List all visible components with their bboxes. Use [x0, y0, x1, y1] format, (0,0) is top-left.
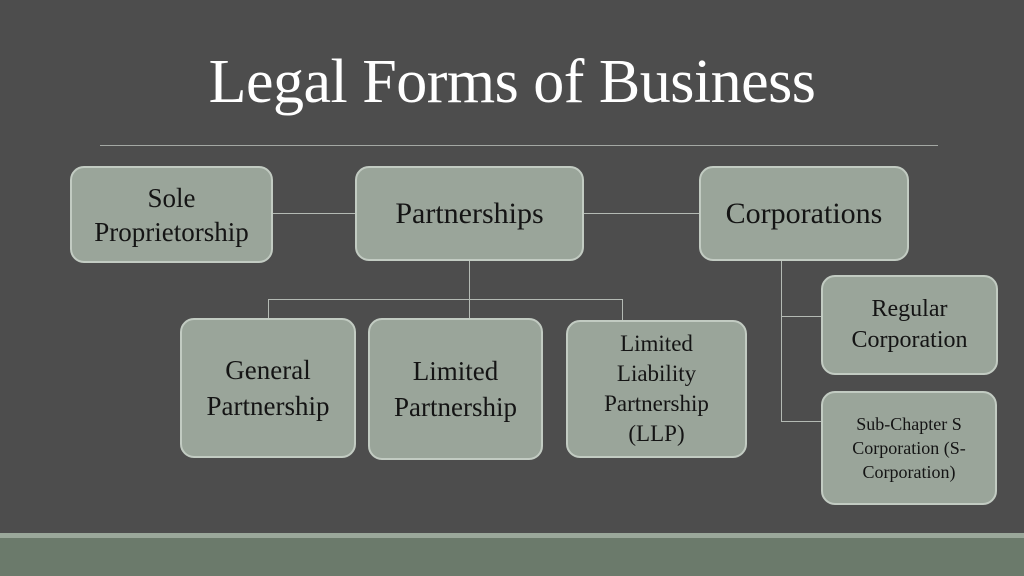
node-label: Limited Liability Partnership (LLP) [604, 331, 709, 446]
footer-bar [0, 538, 1024, 576]
node-label: General Partnership [206, 355, 330, 421]
node-label: Limited Partnership [394, 356, 517, 422]
connector-sole-to-partnerships [272, 213, 356, 214]
node-limited-liability-partnership: Limited Liability Partnership (LLP) [566, 320, 747, 458]
connector-partnerships-to-corporations [583, 213, 700, 214]
node-general-partnership: General Partnership [180, 318, 356, 458]
connector-corporations-down [781, 260, 782, 422]
node-s-corporation: Sub-Chapter S Corporation (S-Corporation… [821, 391, 997, 505]
title-divider [100, 145, 938, 146]
slide-title: Legal Forms of Business [208, 48, 816, 116]
node-partnerships: Partnerships [355, 166, 584, 261]
connector-partnerships-down [469, 260, 470, 320]
footer-accent-stripe [0, 533, 1024, 538]
connector-regular-branch [781, 316, 823, 317]
node-corporations: Corporations [699, 166, 909, 261]
connector-partnership-branch [268, 299, 623, 300]
node-limited-partnership: Limited Partnership [368, 318, 543, 460]
connector-s-corp-branch [781, 421, 823, 422]
node-label: Sub-Chapter S Corporation (S-Corporation… [852, 414, 966, 482]
node-label: Partnerships [395, 196, 544, 230]
node-regular-corporation: Regular Corporation [821, 275, 998, 375]
node-sole-proprietorship: Sole Proprietorship [70, 166, 273, 263]
connector-llp-drop [622, 299, 623, 321]
node-label: Regular Corporation [851, 296, 968, 353]
node-label: Sole Proprietorship [94, 182, 249, 247]
node-label: Corporations [725, 196, 883, 230]
connector-general-drop [268, 299, 269, 319]
